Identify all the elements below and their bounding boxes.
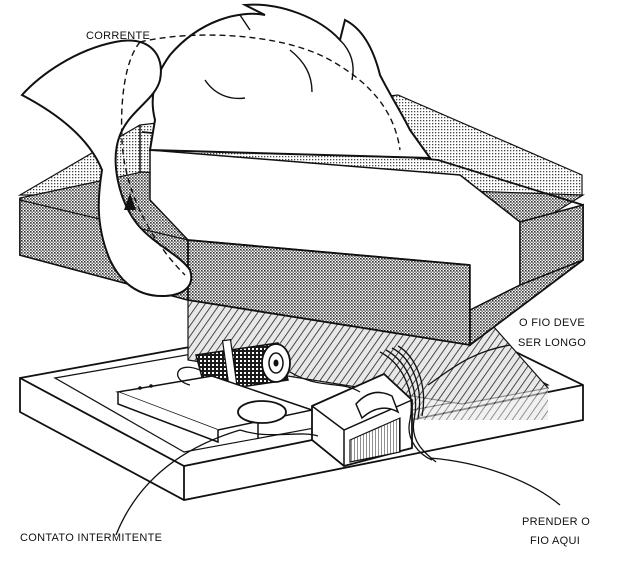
label-prender-2: FIO AQUI	[530, 535, 581, 547]
transformer	[311, 372, 413, 467]
current-arrowhead	[124, 193, 136, 210]
label-fio-longo-1: O FIO DEVE	[519, 317, 585, 329]
label-corrente: CORRENTE	[86, 30, 151, 42]
leader-lines	[115, 344, 561, 536]
label-fio-longo-2: SER LONGO	[518, 337, 587, 349]
hand	[20, 3, 432, 298]
label-contato-intermitente: CONTATO INTERMITENTE	[20, 532, 163, 544]
wires	[177, 345, 437, 463]
current-arrow	[120, 34, 401, 276]
label-prender-1: PRENDER O	[522, 516, 591, 528]
contact-strip	[115, 375, 315, 444]
